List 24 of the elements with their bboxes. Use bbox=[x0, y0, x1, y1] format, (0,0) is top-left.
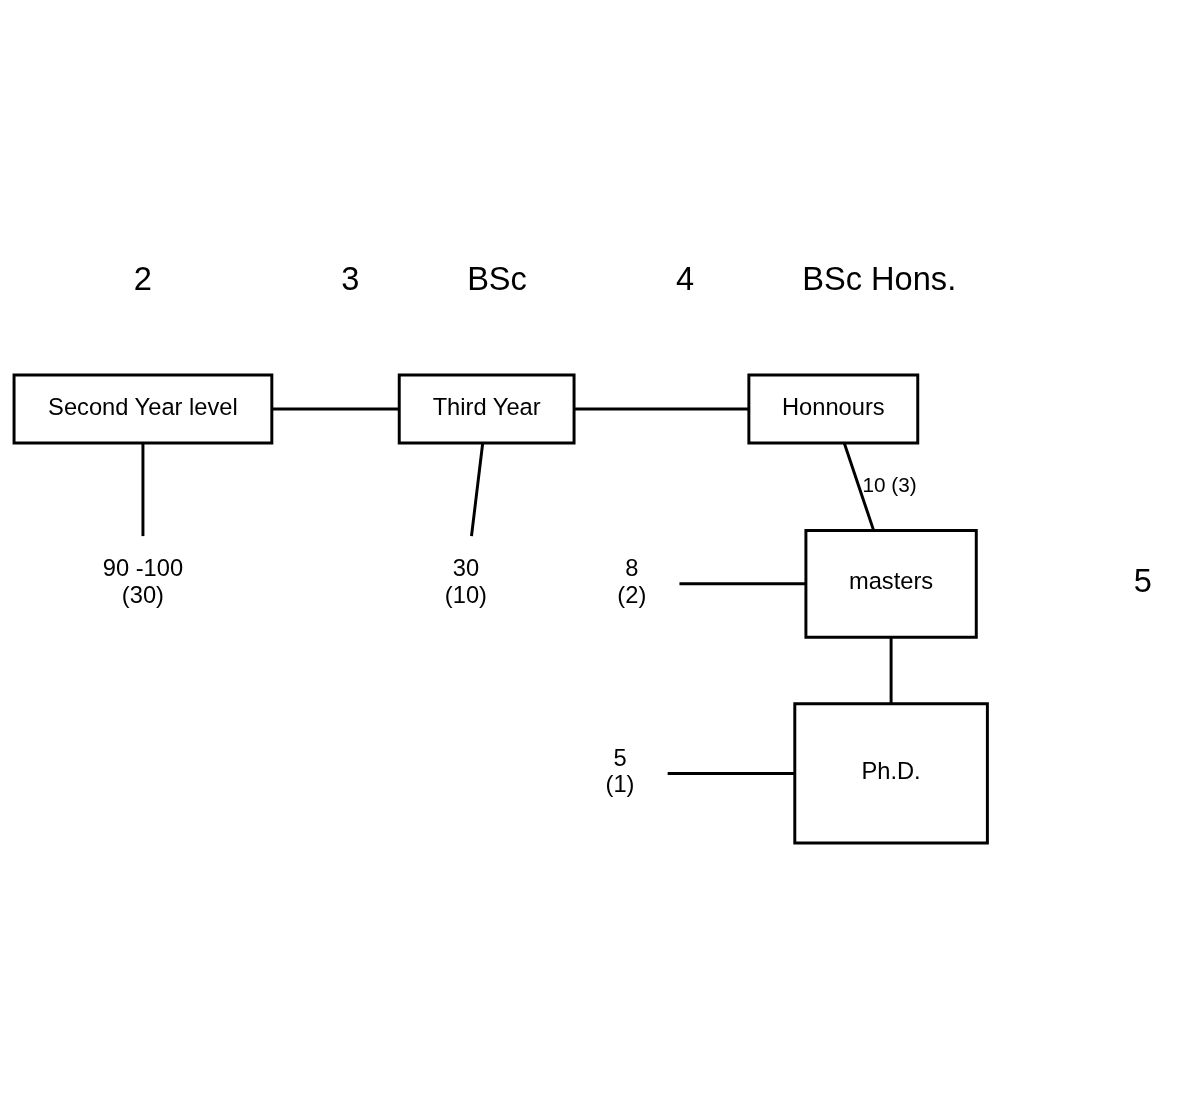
connector bbox=[667, 771, 795, 775]
connector bbox=[574, 407, 749, 411]
edge-label: 10 (3) bbox=[862, 473, 917, 497]
label: BSc Hons. bbox=[802, 259, 957, 297]
node-text: 8 (2) bbox=[617, 555, 647, 608]
node-text: 90 -100 (30) bbox=[102, 555, 184, 608]
node-box: Third Year bbox=[397, 373, 576, 445]
node-text: 30 (10) bbox=[444, 555, 487, 608]
connector bbox=[271, 407, 399, 411]
node-box: Ph.D. bbox=[793, 702, 989, 845]
connector bbox=[842, 442, 875, 531]
label: 2 bbox=[133, 259, 153, 297]
node-text: 5 (1) bbox=[605, 744, 635, 798]
connector bbox=[470, 443, 485, 537]
label: 3 bbox=[341, 259, 360, 297]
connector bbox=[679, 582, 806, 586]
connector bbox=[889, 637, 893, 704]
node-box: Second Year level bbox=[12, 373, 274, 445]
node-box: Honnours bbox=[747, 373, 920, 445]
connector bbox=[141, 443, 145, 537]
label: 5 bbox=[1133, 562, 1153, 600]
label: 4 bbox=[676, 259, 695, 297]
label: BSc bbox=[467, 259, 527, 297]
node-box: masters bbox=[804, 529, 978, 639]
